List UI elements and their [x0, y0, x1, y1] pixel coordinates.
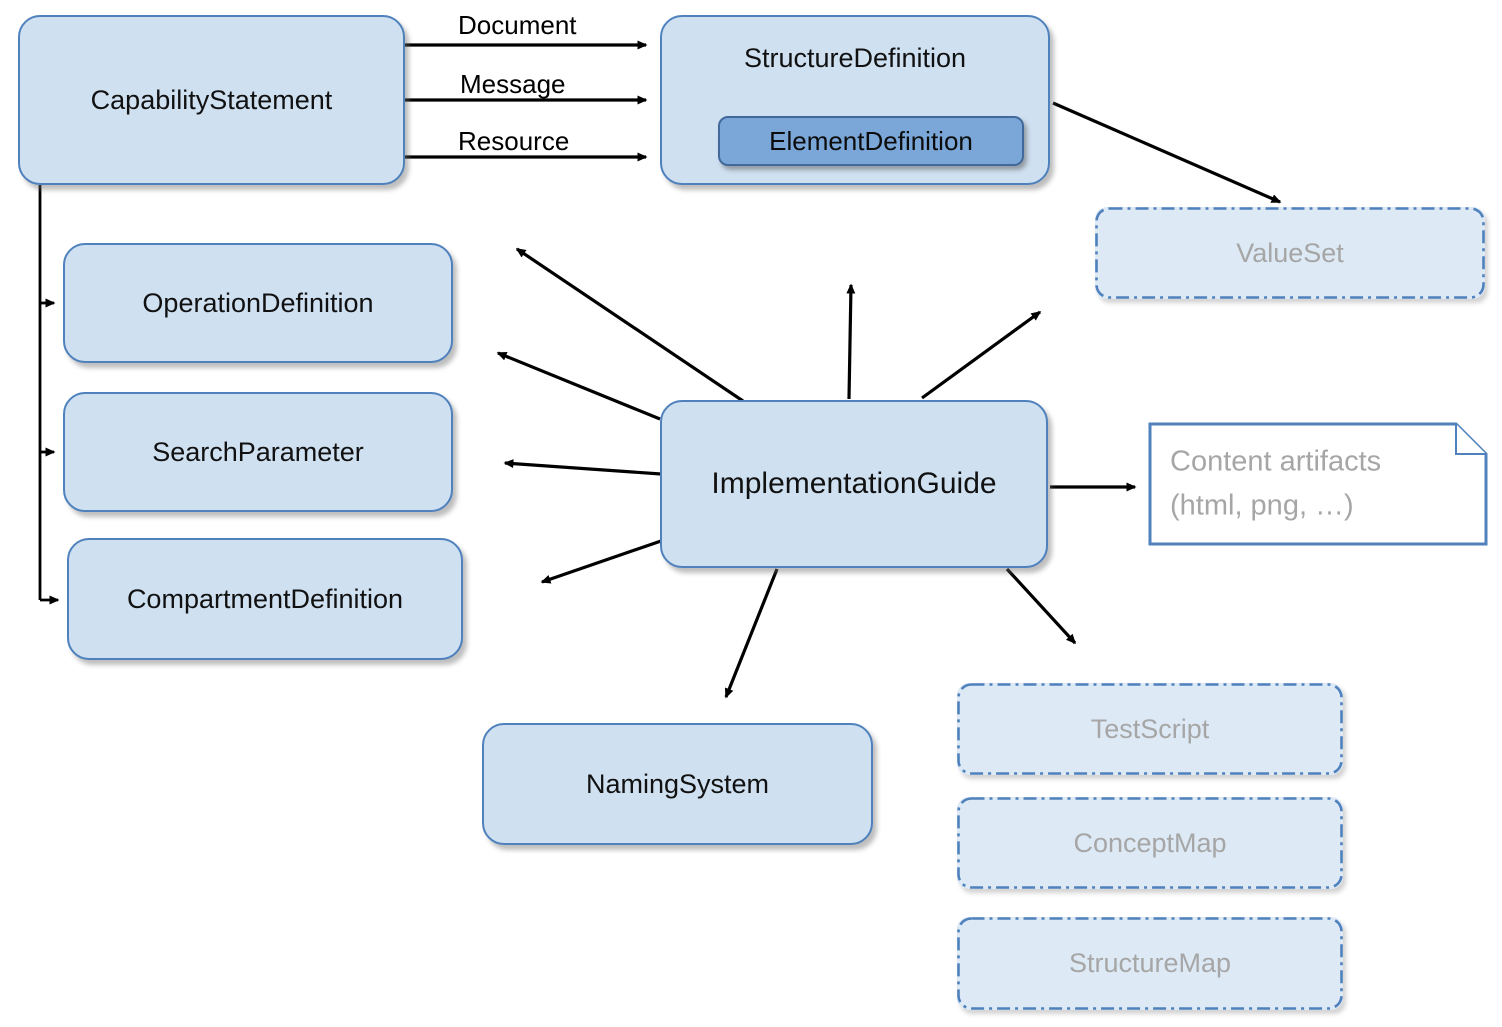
- content-artifacts-line2: (html, png, …): [1170, 489, 1354, 521]
- node-test-script-label: TestScript: [1090, 713, 1210, 744]
- node-naming-system-label: NamingSystem: [585, 768, 770, 799]
- edge-label-resource: Resource: [458, 126, 570, 156]
- edge-label-message: Message: [460, 69, 566, 99]
- ig-ray-up: [846, 283, 856, 400]
- edge-group: [38, 40, 1282, 699]
- node-search-parameter: SearchParameter: [63, 392, 453, 512]
- node-value-set-label: ValueSet: [1236, 237, 1344, 268]
- node-compartment-definition: CompartmentDefinition: [67, 538, 463, 660]
- node-search-parameter-label: SearchParameter: [152, 436, 364, 467]
- node-operation-definition-label: OperationDefinition: [142, 287, 374, 318]
- dash-border: [957, 917, 1343, 1010]
- node-value-set: ValueSet: [1095, 207, 1485, 299]
- ig-ray-upper-left-1: [515, 247, 744, 403]
- ig-ray-upper-right: [921, 310, 1042, 400]
- ig-ray-left: [503, 459, 662, 476]
- node-element-definition-label: ElementDefinition: [769, 125, 973, 156]
- content-artifacts-line1: Content artifacts: [1170, 445, 1382, 478]
- dash-border: [957, 683, 1343, 775]
- node-content-artifacts-label: Content artifacts (html, png, …): [1170, 441, 1381, 528]
- node-concept-map: ConceptMap: [957, 797, 1343, 889]
- node-capability-statement-label: CapabilityStatement: [90, 84, 333, 115]
- node-content-artifacts: Content artifacts (html, png, …): [1148, 422, 1488, 546]
- node-concept-map-label: ConceptMap: [1073, 827, 1227, 858]
- node-implementation-guide: ImplementationGuide: [660, 400, 1048, 568]
- node-compartment-definition-label: CompartmentDefinition: [126, 583, 404, 614]
- node-element-definition: ElementDefinition: [718, 116, 1024, 166]
- edge-structuredefinition-valueset: [1052, 101, 1282, 204]
- edge-label-document: Document: [458, 10, 577, 40]
- dash-border: [1095, 207, 1485, 299]
- node-test-script: TestScript: [957, 683, 1343, 775]
- folded-note-shape: [1148, 422, 1488, 546]
- node-naming-system: NamingSystem: [482, 723, 873, 845]
- node-operation-definition: OperationDefinition: [63, 243, 453, 363]
- ig-ray-testscript: [1005, 567, 1077, 645]
- ig-ray-namingsystem: [724, 568, 779, 699]
- ig-ray-upper-left-2: [496, 351, 661, 421]
- node-structure-map: StructureMap: [957, 917, 1343, 1010]
- node-capability-statement: CapabilityStatement: [18, 15, 405, 185]
- dash-border: [957, 797, 1343, 889]
- node-implementation-guide-label: ImplementationGuide: [711, 467, 997, 500]
- ig-ray-lower-left: [540, 539, 662, 584]
- node-structure-definition-label: StructureDefinition: [743, 43, 967, 73]
- node-structure-map-label: StructureMap: [1068, 948, 1232, 978]
